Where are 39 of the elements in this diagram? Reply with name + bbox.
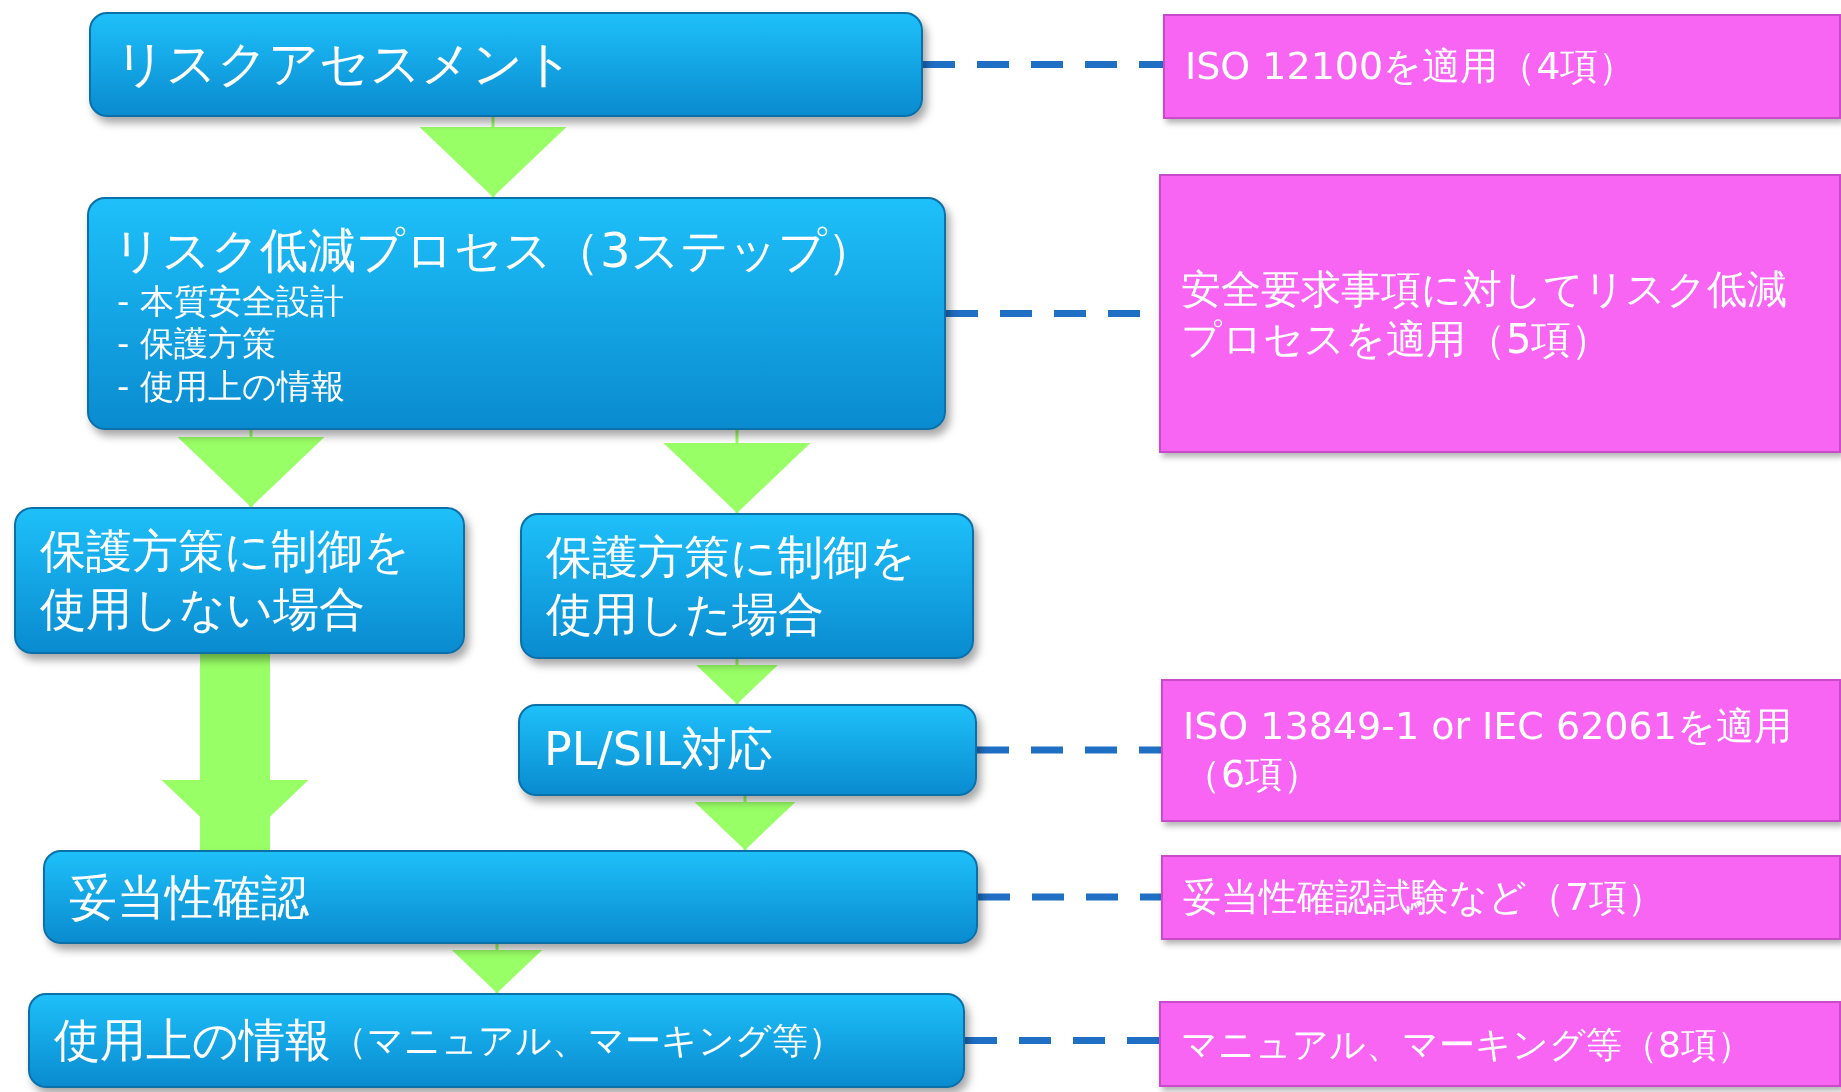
- box-title: 妥当性確認試験など（7項）: [1183, 873, 1667, 921]
- box-title: PL/SIL対応: [544, 721, 775, 779]
- note-box: [1163, 14, 1841, 119]
- dashed-connector: [977, 746, 1161, 754]
- arrow: [161, 654, 309, 850]
- note-box: [1161, 855, 1841, 940]
- box-title: ISO 13849-1 or IEC 62061を適用（6項）: [1183, 703, 1793, 798]
- dashed-connector: [965, 1037, 1159, 1044]
- arrow: [419, 117, 567, 197]
- process-box: [28, 993, 965, 1088]
- box-title: 安全要求事項に対してリスク低減プロセスを適用（5項）: [1181, 264, 1788, 364]
- note-box: [1159, 174, 1841, 453]
- list-item: - 使用上の情報: [116, 364, 347, 408]
- box-title: リスクアセスメント: [115, 34, 575, 96]
- arrow: [451, 944, 543, 993]
- process-box: [87, 197, 946, 430]
- process-box: [89, 12, 923, 117]
- box-title: マニュアル、マーキング等（8項）: [1181, 1022, 1754, 1067]
- process-box: [518, 704, 977, 796]
- list-item: - 保護方策: [116, 322, 278, 365]
- box-title: 保護方策に制御を使用しない場合: [40, 523, 411, 638]
- arrow: [694, 796, 796, 850]
- box-title: 使用上の情報: [54, 1011, 331, 1069]
- box-subtitle: （マニュアル、マーキング等）: [331, 1019, 844, 1063]
- dashed-connector: [923, 61, 1163, 68]
- box-title: 妥当性確認: [69, 868, 310, 927]
- arrow: [696, 659, 778, 704]
- dashed-connector: [978, 893, 1161, 901]
- process-box: [14, 507, 465, 654]
- box-title: 保護方策に制御を使用した場合: [546, 528, 917, 643]
- arrow: [663, 430, 811, 513]
- box-title: ISO 12100を適用（4項）: [1185, 42, 1638, 90]
- arrow: [177, 430, 325, 507]
- box-title: リスク低減プロセス（3ステップ）: [113, 220, 876, 280]
- note-box: [1161, 679, 1841, 822]
- note-box: [1159, 1001, 1841, 1087]
- process-box: [43, 850, 978, 944]
- list-item: - 本質安全設計: [116, 279, 346, 323]
- process-box: [520, 513, 974, 659]
